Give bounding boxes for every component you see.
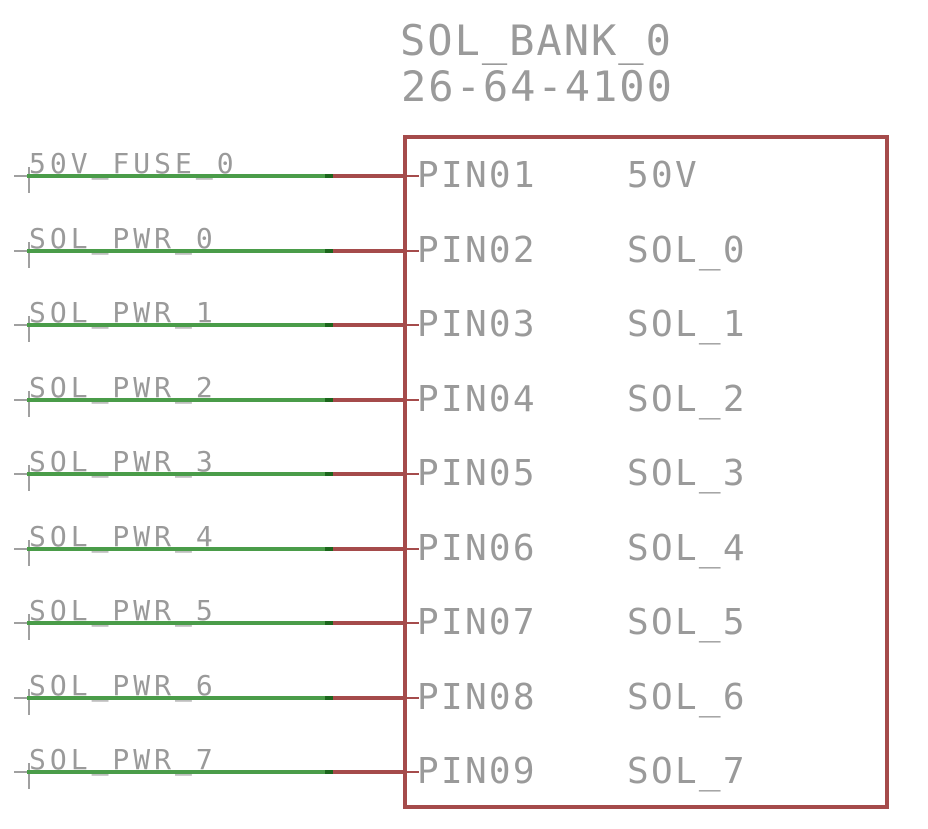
- pin-name-label: SOL_4: [627, 528, 747, 569]
- net-wire[interactable]: [27, 249, 325, 253]
- wire-endpoint-cross-icon: [28, 689, 30, 715]
- net-wire[interactable]: [27, 174, 325, 178]
- wire-endpoint-cross-icon: [28, 614, 30, 640]
- wire-pin-junction: [325, 398, 333, 402]
- pin-wire[interactable]: [333, 547, 405, 551]
- wire-pin-junction: [325, 770, 333, 774]
- pin-name-label: SOL_6: [627, 677, 747, 718]
- pin-name-label: SOL_1: [627, 304, 747, 345]
- net-wire[interactable]: [27, 472, 325, 476]
- net-wire[interactable]: [27, 398, 325, 402]
- component-body[interactable]: [403, 135, 889, 809]
- net-label[interactable]: SOL_PWR_5: [29, 594, 217, 627]
- net-wire[interactable]: [27, 770, 325, 774]
- pin-stub: [407, 399, 419, 401]
- net-label[interactable]: SOL_PWR_1: [29, 296, 217, 329]
- pin-number-label: PIN09: [417, 751, 537, 792]
- wire-pin-junction: [325, 174, 333, 178]
- net-label[interactable]: SOL_PWR_7: [29, 743, 217, 776]
- wire-pin-junction: [325, 249, 333, 253]
- wire-endpoint-cross-icon: [28, 763, 30, 789]
- pin-wire[interactable]: [333, 770, 405, 774]
- wire-endpoint-cross-icon: [28, 540, 30, 566]
- net-wire[interactable]: [27, 621, 325, 625]
- component-name-text[interactable]: SOL_BANK_0: [400, 16, 673, 65]
- wire-pin-junction: [325, 472, 333, 476]
- pin-wire[interactable]: [333, 398, 405, 402]
- pin-stub: [407, 250, 419, 252]
- pin-number-label: PIN08: [417, 677, 537, 718]
- pin-stub: [407, 324, 419, 326]
- net-label[interactable]: SOL_PWR_0: [29, 222, 217, 255]
- component-value-text[interactable]: 26-64-4100: [401, 62, 674, 111]
- pin-number-label: PIN03: [417, 304, 537, 345]
- wire-pin-junction: [325, 323, 333, 327]
- pin-stub: [407, 175, 419, 177]
- wire-pin-junction: [325, 621, 333, 625]
- wire-endpoint-cross-icon: [28, 465, 30, 491]
- net-label[interactable]: SOL_PWR_4: [29, 520, 217, 553]
- pin-number-label: PIN05: [417, 453, 537, 494]
- pin-name-label: 50V: [627, 155, 699, 196]
- pin-name-label: SOL_3: [627, 453, 747, 494]
- wire-endpoint-cross-icon: [28, 167, 30, 193]
- wire-endpoint-cross-icon: [28, 316, 30, 342]
- pin-name-label: SOL_5: [627, 602, 747, 643]
- pin-number-label: PIN07: [417, 602, 537, 643]
- wire-endpoint-cross-icon: [28, 242, 30, 268]
- net-wire[interactable]: [27, 323, 325, 327]
- net-label[interactable]: SOL_PWR_6: [29, 669, 217, 702]
- pin-number-label: PIN01: [417, 155, 537, 196]
- net-label[interactable]: SOL_PWR_2: [29, 371, 217, 404]
- pin-wire[interactable]: [333, 472, 405, 476]
- pin-wire[interactable]: [333, 696, 405, 700]
- net-label[interactable]: SOL_PWR_3: [29, 445, 217, 478]
- pin-number-label: PIN02: [417, 230, 537, 271]
- pin-wire[interactable]: [333, 621, 405, 625]
- net-wire[interactable]: [27, 696, 325, 700]
- pin-stub: [407, 697, 419, 699]
- pin-number-label: PIN06: [417, 528, 537, 569]
- pin-stub: [407, 771, 419, 773]
- pin-number-label: PIN04: [417, 379, 537, 420]
- pin-stub: [407, 473, 419, 475]
- pin-name-label: SOL_0: [627, 230, 747, 271]
- pin-stub: [407, 622, 419, 624]
- net-wire[interactable]: [27, 547, 325, 551]
- wire-pin-junction: [325, 696, 333, 700]
- wire-endpoint-cross-icon: [28, 391, 30, 417]
- pin-wire[interactable]: [333, 249, 405, 253]
- pin-wire[interactable]: [333, 323, 405, 327]
- pin-stub: [407, 548, 419, 550]
- net-label[interactable]: 50V_FUSE_0: [29, 147, 238, 180]
- pin-name-label: SOL_7: [627, 751, 747, 792]
- wire-pin-junction: [325, 547, 333, 551]
- pin-wire[interactable]: [333, 174, 405, 178]
- pin-name-label: SOL_2: [627, 379, 747, 420]
